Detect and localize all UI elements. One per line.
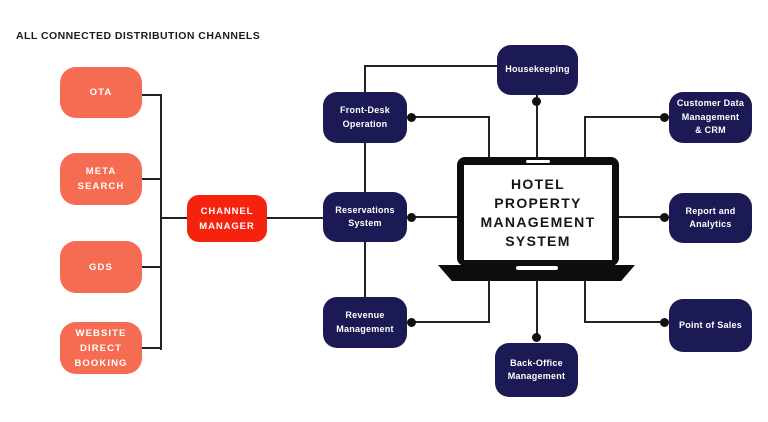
node-website-direct-booking: WEBSITE DIRECT BOOKING xyxy=(60,322,142,374)
node-label: Customer Data Management & CRM xyxy=(676,98,745,136)
node-gds: GDS xyxy=(60,241,142,293)
connector-line xyxy=(364,65,498,67)
node-revenue-management: Revenue Management xyxy=(323,297,407,348)
connector-line xyxy=(160,94,162,350)
connector-dot xyxy=(660,113,669,122)
node-back-office-management: Back-Office Management xyxy=(495,343,578,397)
node-label: Revenue Management xyxy=(336,310,394,334)
node-label: GDS xyxy=(89,261,113,273)
node-label: Reservations System xyxy=(335,204,395,229)
connector-line xyxy=(409,216,458,218)
laptop-screen: HOTEL PROPERTY MANAGEMENT SYSTEM xyxy=(457,157,619,266)
node-meta-search: META SEARCH xyxy=(60,153,142,205)
connector-line xyxy=(409,321,490,323)
node-front-desk-operation: Front-Desk Operation xyxy=(323,92,407,143)
connector-line xyxy=(364,65,366,298)
node-hotel-pms: HOTEL PROPERTY MANAGEMENT SYSTEM xyxy=(464,165,612,260)
connector-line xyxy=(409,116,490,118)
node-label: Housekeeping xyxy=(505,64,570,75)
node-housekeeping: Housekeeping xyxy=(497,45,578,95)
connector-line xyxy=(488,280,490,323)
node-label: Point of Sales xyxy=(678,319,742,330)
node-label: Front-Desk Operation xyxy=(339,105,390,129)
connector-dot xyxy=(532,97,541,106)
connector-dot xyxy=(407,213,416,222)
connector-line xyxy=(536,280,538,337)
laptop-base-notch xyxy=(515,266,558,270)
connector-line xyxy=(160,217,188,219)
node-label: META SEARCH xyxy=(77,166,125,192)
node-label: OTA xyxy=(89,87,113,98)
connector-line xyxy=(584,116,586,158)
connector-line xyxy=(488,116,490,158)
node-channel-manager: CHANNEL MANAGER xyxy=(187,195,267,242)
connector-line xyxy=(140,94,162,96)
node-customer-data-crm: Customer Data Management & CRM xyxy=(669,92,752,143)
connector-line xyxy=(140,347,162,349)
connector-line xyxy=(140,266,162,268)
connector-line xyxy=(584,116,665,118)
connector-dot xyxy=(532,333,541,342)
connector-line xyxy=(584,321,665,323)
connector-line xyxy=(618,216,665,218)
node-point-of-sales: Point of Sales xyxy=(669,299,752,352)
connector-line xyxy=(266,217,324,219)
diagram-title: ALL CONNECTED DISTRIBUTION CHANNELS xyxy=(16,30,261,42)
webcam-notch-icon xyxy=(526,160,550,163)
node-reservations-system: Reservations System xyxy=(323,192,407,242)
node-label: Report and Analytics xyxy=(685,205,736,230)
connector-dot xyxy=(660,318,669,327)
node-label: HOTEL PROPERTY MANAGEMENT SYSTEM xyxy=(480,175,596,249)
node-label: WEBSITE DIRECT BOOKING xyxy=(74,327,128,369)
connector-dot xyxy=(407,113,416,122)
connector-line xyxy=(584,280,586,323)
node-label: Back-Office Management xyxy=(507,357,566,382)
connector-line xyxy=(140,178,162,180)
node-report-analytics: Report and Analytics xyxy=(669,193,752,243)
connector-line xyxy=(536,95,538,158)
connector-dot xyxy=(660,213,669,222)
node-ota: OTA xyxy=(60,67,142,118)
node-label: CHANNEL MANAGER xyxy=(199,205,255,232)
connector-dot xyxy=(407,318,416,327)
laptop-base xyxy=(438,265,635,281)
